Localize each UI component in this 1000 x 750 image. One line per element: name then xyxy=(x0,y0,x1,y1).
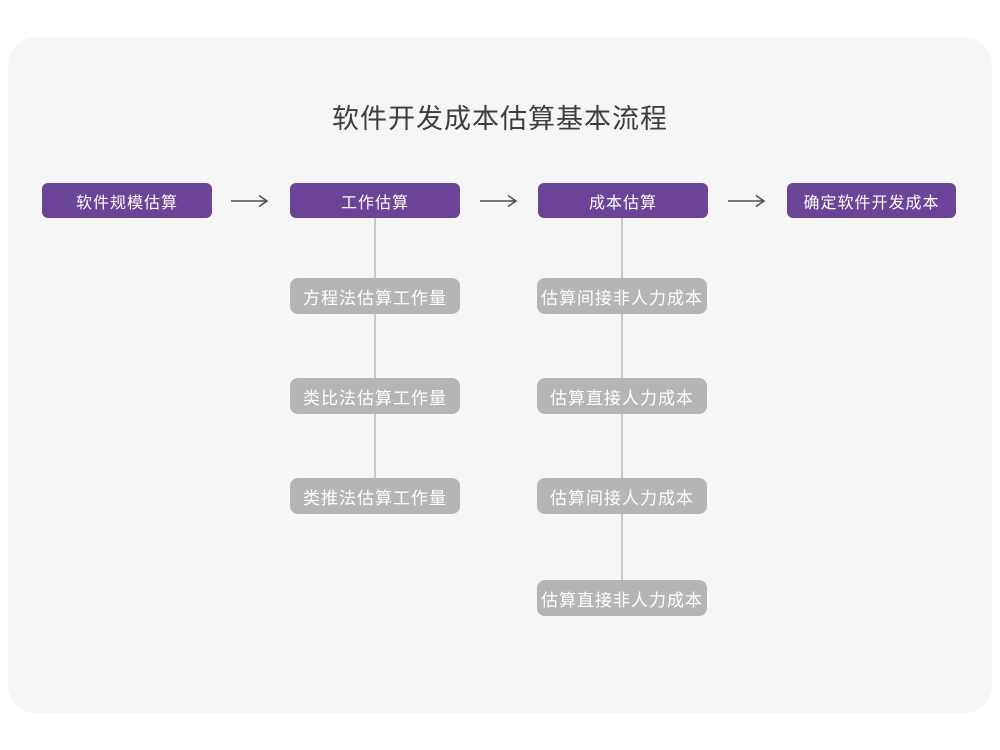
flowchart-card xyxy=(8,37,992,713)
sub-node-indirect-labor-cost: 估算间接人力成本 xyxy=(537,478,707,514)
flow-node-determine-cost: 确定软件开发成本 xyxy=(787,183,956,218)
sub-node-indirect-nonlabor-cost: 估算间接非人力成本 xyxy=(537,278,707,314)
sub-node-extrapolation-method: 类推法估算工作量 xyxy=(290,478,460,514)
flow-node-scale-estimation: 软件规模估算 xyxy=(42,183,212,218)
sub-node-direct-labor-cost: 估算直接人力成本 xyxy=(537,378,707,414)
diagram-title: 软件开发成本估算基本流程 xyxy=(332,104,668,134)
sub-node-analogy-method: 类比法估算工作量 xyxy=(290,378,460,414)
right-arrow-icon xyxy=(479,194,519,208)
sub-node-equation-method: 方程法估算工作量 xyxy=(290,278,460,314)
flow-node-work-estimation: 工作估算 xyxy=(290,183,460,218)
connector-line-work xyxy=(374,218,376,494)
flow-node-cost-estimation: 成本估算 xyxy=(538,183,708,218)
sub-node-direct-nonlabor-cost: 估算直接非人力成本 xyxy=(537,580,707,616)
right-arrow-icon xyxy=(727,194,767,208)
right-arrow-icon xyxy=(230,194,270,208)
